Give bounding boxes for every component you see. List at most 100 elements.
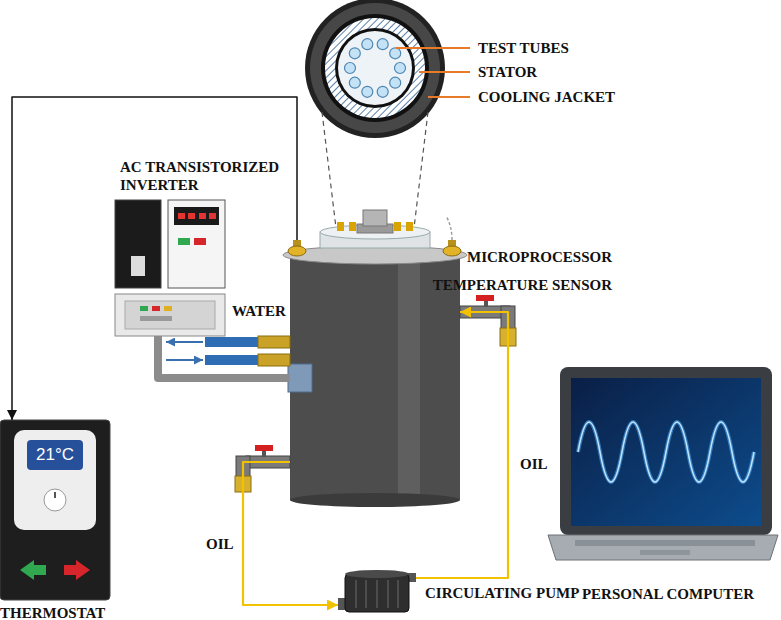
reactor-vessel: MICROPROCESSOR TEMPERATURE SENSOR [290,240,460,505]
water-hose [205,355,259,365]
flow-label: OIL [520,455,548,473]
signal-wave [578,422,754,482]
test-tube [390,77,401,88]
outer-shell [305,0,445,138]
callout-label: STATOR [478,63,537,81]
pump-rib [397,580,399,608]
pump-rib [387,580,389,608]
tube-holder [338,31,412,105]
lid-cap [363,210,387,226]
inverter-case [115,200,161,288]
laptop-bezel [560,367,772,535]
pump-rib [365,580,367,608]
inverter-unit: AC TRANSISTORIZED INVERTER [115,200,225,336]
brass-fitting [258,336,290,348]
projection-line [414,112,428,228]
display-reading: 21°C [27,440,83,470]
up-button [64,560,90,580]
down-button [20,560,46,580]
temperature-sensor [288,246,306,256]
knob-mark [54,492,56,498]
thermostat: 21°CTHERMOSTAT [0,420,110,600]
water-in-arrow [166,359,203,361]
indicator [140,306,148,311]
water-out-arrow [166,341,203,343]
flow-label: OIL [206,535,234,553]
flow-label: WATER [232,302,286,320]
laptop-screen [571,378,761,526]
vessel-highlight [398,262,420,498]
laptop-base [548,535,778,560]
laptop-keyboard [575,540,755,546]
lid-bolt [406,222,413,231]
sensor-label: MICROPROCESSOR TEMPERATURE SENSOR [417,243,612,299]
personal-computer: PERSONAL COMPUTER [548,367,778,562]
oil-line [416,312,508,578]
test-tube [377,86,388,97]
inverter-button [178,238,190,245]
test-tube [362,39,373,50]
thermostat-display [27,440,83,470]
jacket-wall [321,14,429,122]
lid-bolt [394,222,401,231]
indicator [152,306,160,311]
inverter-button [194,238,206,245]
test-tube [377,39,388,50]
laptop-touchpad [640,550,690,555]
valve-handle [255,445,273,451]
lid-glass-top [320,225,430,239]
control-panel [125,301,215,329]
component-label: PERSONAL COMPUTER [548,585,781,603]
display-segment [209,213,216,219]
circulating-pump: CIRCULATING PUMP [338,568,416,614]
component-label: AC TRANSISTORIZED INVERTER [120,158,305,194]
signal-glow [578,422,754,482]
power-cable [158,336,290,378]
inverter-panel [168,200,225,288]
display-segment [199,213,206,219]
test-tube [349,77,360,88]
test-tube [362,86,373,97]
leader-line [428,96,470,98]
valve-handle [476,295,494,301]
cable-connector [288,364,312,392]
oil-line [243,462,338,605]
projection-line [322,112,336,228]
thermostat-knob [44,489,66,511]
lid-bolt [349,222,356,231]
inverter-display [174,207,219,225]
vessel-top-plate [283,246,467,264]
pump-top [345,570,409,578]
water-hose [205,337,259,347]
temperature-sensor [443,246,461,256]
stator-wall [335,28,415,108]
leader-line [396,47,470,49]
stator-ring [325,18,425,118]
cooling-jacket-ring [310,3,440,133]
test-tube [395,63,406,74]
pump-rib [376,580,378,608]
component-label: CIRCULATING PUMP [425,584,600,602]
component-label: THERMOSTAT [0,604,118,620]
thermostat-case [0,420,110,600]
test-tube [345,63,356,74]
pump-body [345,574,409,612]
signal-wire [12,97,297,420]
test-tube [390,48,401,59]
display-segment [188,213,195,219]
inverter-window [131,256,145,276]
lid-bolt [337,222,344,231]
leader-line [419,71,470,73]
indicator [140,316,172,321]
pump-rib [355,580,357,608]
brass-fitting [258,354,290,366]
sensor-wire [446,216,452,240]
display-segment [178,213,185,219]
test-tube [349,48,360,59]
thermostat-face [14,430,96,530]
callout-label: COOLING JACKET [478,88,615,106]
indicator [164,306,172,311]
